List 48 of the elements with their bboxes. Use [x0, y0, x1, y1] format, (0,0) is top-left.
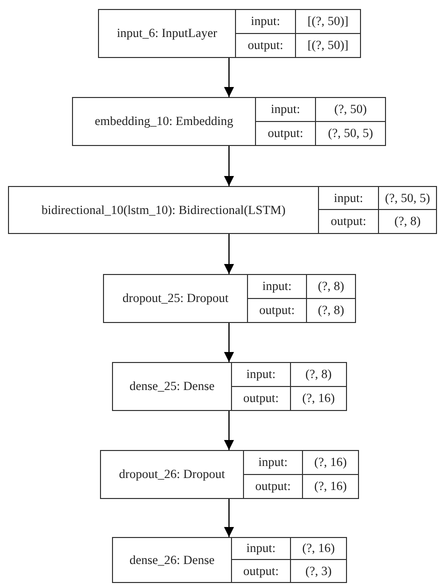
port-label: output:	[244, 474, 303, 498]
shape-value: (?, 50, 5)	[326, 124, 374, 142]
shape-value: (?, 16)	[303, 451, 358, 474]
arrow	[224, 323, 234, 362]
layer-box	[112, 362, 347, 411]
shape-value: (?, 8)	[316, 302, 346, 319]
port-label: input:	[244, 451, 303, 474]
layer-name: dense_26: Dense	[113, 538, 232, 582]
arrow	[224, 58, 234, 97]
layer-box	[98, 9, 361, 58]
shape-value: (?, 16)	[301, 390, 336, 407]
layer-box	[103, 274, 356, 323]
port-label: output:	[236, 34, 296, 57]
layer-name: bidirectional_10(lstm_10): Bidirectional(LSTM)	[9, 187, 319, 233]
layer-box	[8, 186, 437, 234]
layer-name: dropout_26: Dropout	[101, 451, 244, 498]
port-label: output:	[232, 386, 291, 410]
port-label: input:	[236, 10, 296, 34]
port-label: input:	[232, 363, 291, 386]
layer-name: dropout_25: Dropout	[104, 275, 248, 322]
port-label: output:	[248, 298, 307, 322]
arrow	[224, 146, 234, 186]
layer-box	[100, 450, 359, 499]
layer-name: embedding_10: Embedding	[73, 98, 256, 145]
shape-value: (?, 8)	[307, 275, 355, 298]
layer-name: input_6: InputLayer	[99, 10, 236, 57]
shape-value: (?, 16)	[313, 478, 348, 495]
port-label: input:	[232, 538, 291, 560]
shape-value: (?, 8)	[393, 213, 422, 230]
shape-value: (?, 3)	[304, 562, 333, 580]
arrow	[224, 234, 234, 274]
layer-box	[112, 537, 347, 583]
shape-value: [(?, 50)]	[296, 10, 360, 34]
port-label: input:	[256, 98, 316, 122]
shape-value: (?, 8)	[291, 363, 346, 386]
shape-value: (?, 50, 5)	[379, 187, 436, 210]
arrow	[224, 499, 234, 537]
port-label: output:	[232, 560, 291, 582]
shape-value: (?, 16)	[291, 538, 346, 560]
layer-box	[72, 97, 386, 146]
port-label: input:	[248, 275, 307, 298]
port-label: output:	[256, 122, 316, 145]
port-label: output:	[319, 210, 379, 233]
layer-name: dense_25: Dense	[113, 363, 232, 410]
shape-value: [(?, 50)]	[306, 36, 350, 54]
shape-value: (?, 50)	[316, 98, 385, 122]
arrow	[224, 411, 234, 450]
port-label: input:	[319, 187, 379, 210]
